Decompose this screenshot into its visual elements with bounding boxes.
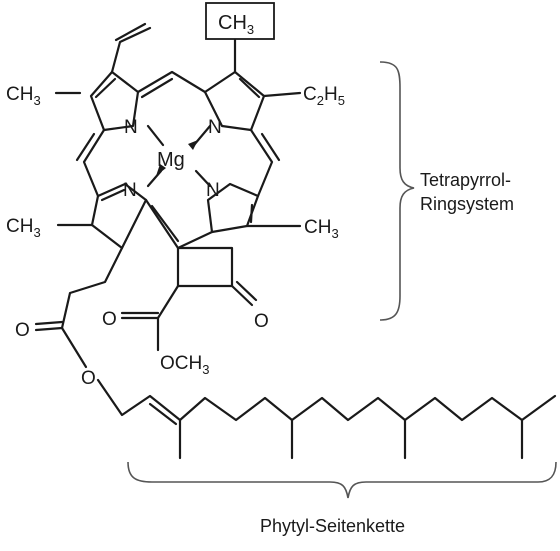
magnesium-label: Mg: [157, 149, 185, 171]
tetrapyrrol-label-line2: Ringsystem: [420, 194, 514, 214]
coordination-arrowheads: [156, 140, 198, 176]
ester-oxygen-carbonyl: O: [102, 309, 117, 330]
propionate-carbonyl-oxygen: O: [15, 320, 30, 341]
phytyl-brace: [127, 461, 557, 499]
nitrogen-ring-c: N: [206, 180, 220, 201]
methoxy-label: OCH3: [160, 353, 209, 377]
boxed-methyl-frame: [205, 2, 275, 40]
methyl-bottom-right-label: CH3: [304, 217, 339, 241]
ethyl-label: C2H5: [303, 84, 345, 108]
bond-skeleton: [34, 22, 557, 460]
methyl-bottom-left-label: CH3: [6, 216, 41, 240]
boxed-methyl-label: CH3: [218, 12, 254, 37]
phytyl-label: Phytyl-Seitenkette: [260, 516, 405, 536]
ketone-oxygen: O: [254, 311, 269, 332]
atom-labels: CH3 CH3 C2H5 CH3 CH3 OCH3 Mg N N N N O O…: [6, 2, 345, 389]
ester-oxygen-link: O: [81, 368, 96, 389]
nitrogen-ring-b: N: [208, 117, 222, 138]
nitrogen-ring-a: N: [124, 117, 138, 138]
nitrogen-ring-d: N: [123, 180, 137, 201]
tetrapyrrol-label-line1: Tetrapyrrol-: [420, 170, 511, 190]
tetrapyrrol-brace: [379, 61, 415, 321]
methyl-top-left-label: CH3: [6, 84, 41, 108]
